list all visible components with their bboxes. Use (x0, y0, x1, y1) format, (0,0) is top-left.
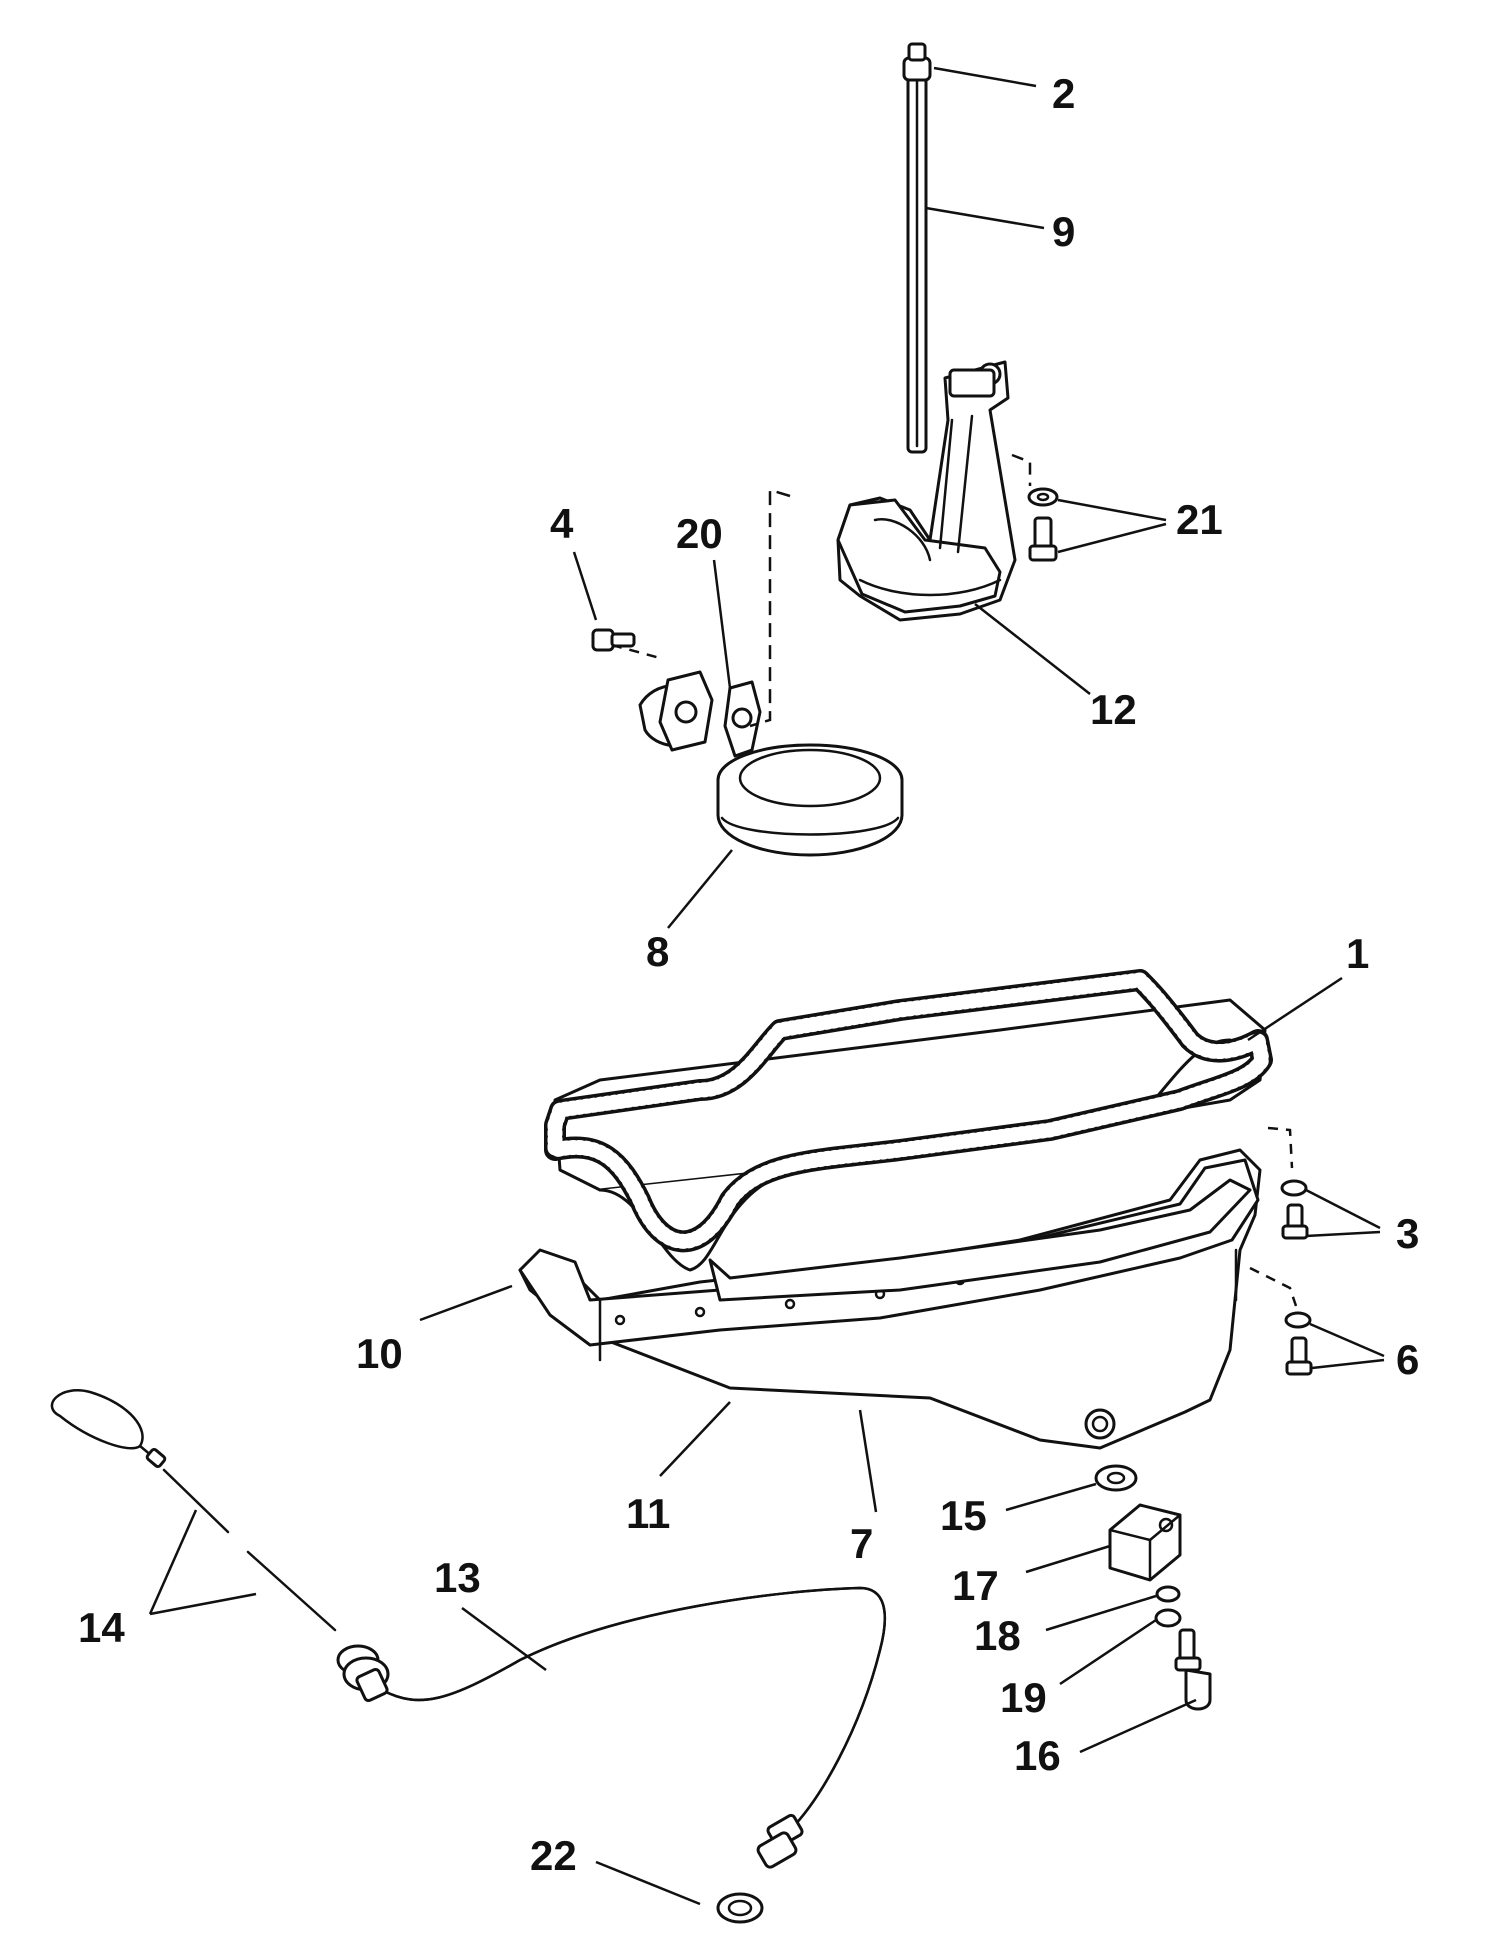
oil-pickup-screen (716, 743, 904, 857)
callout-8: 8 (646, 928, 669, 975)
pump-drive-shaft (906, 70, 928, 454)
shaft-retainer (902, 42, 932, 82)
pan-washer-6 (1284, 1311, 1312, 1329)
pump-washer-21 (1027, 487, 1059, 507)
dipstick-tube (336, 1586, 887, 1869)
callout-19: 19 (1000, 1674, 1047, 1721)
callout-10: 10 (356, 1330, 403, 1377)
callout-21: 21 (1176, 496, 1223, 543)
tube-seal-22 (716, 1892, 764, 1924)
callout-11: 11 (626, 1490, 670, 1537)
drain-washer-19 (1154, 1608, 1182, 1628)
callout-7: 7 (850, 1520, 873, 1567)
pickup-gasket-20 (723, 680, 762, 758)
callout-13: 13 (434, 1554, 481, 1601)
tube-top-fitting (336, 1644, 390, 1703)
callout-22: 22 (530, 1832, 577, 1879)
drain-plug-16 (1174, 1628, 1212, 1711)
tube-bottom-fitting (756, 1813, 804, 1869)
callout-2: 2 (1052, 70, 1075, 117)
drain-washer-18 (1155, 1585, 1181, 1603)
callout-12: 12 (1090, 686, 1137, 733)
callout-4: 4 (550, 500, 574, 547)
callout-17: 17 (952, 1562, 999, 1609)
callout-14: 14 (78, 1604, 125, 1651)
callout-16: 16 (1014, 1732, 1061, 1779)
pump-bolt-21 (1028, 516, 1058, 562)
callout-15: 15 (940, 1492, 987, 1539)
pan-washer-3 (1280, 1179, 1308, 1197)
pan-bolt-3 (1281, 1203, 1309, 1240)
callout-18: 18 (974, 1612, 1021, 1659)
callout-labels: 2 9 21 4 20 12 8 1 3 6 10 11 7 15 17 18 … (78, 70, 1419, 1879)
drain-washer-15 (1094, 1464, 1138, 1492)
callout-20: 20 (676, 510, 723, 557)
oil-pump-body (836, 360, 1017, 622)
callout-9: 9 (1052, 208, 1075, 255)
pan-bolt-6 (1285, 1336, 1313, 1376)
oil-pan (518, 1148, 1262, 1450)
callout-6: 6 (1396, 1336, 1419, 1383)
screen-bolt-4 (591, 628, 636, 652)
dipstick (50, 1389, 337, 1632)
callout-1: 1 (1346, 930, 1369, 977)
oil-pan-gasket (544, 969, 1273, 1253)
pan-rail-11 (708, 1178, 1252, 1302)
drain-adapter-17 (1108, 1503, 1182, 1582)
callout-3: 3 (1396, 1210, 1419, 1257)
leader-lines (148, 66, 1385, 1906)
pickup-tube-flange (638, 670, 714, 752)
